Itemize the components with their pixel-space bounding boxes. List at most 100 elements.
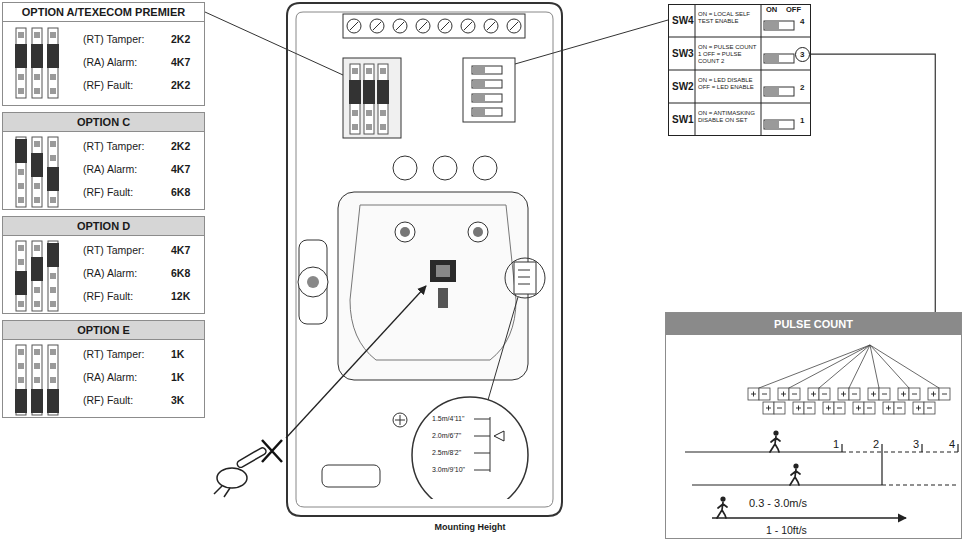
switch-table-grid bbox=[764, 87, 794, 96]
height-mark: 2.5m/8'2" bbox=[432, 449, 461, 457]
terminal-block bbox=[416, 19, 430, 33]
jumper-pictogram bbox=[16, 345, 26, 415]
leader-line bbox=[515, 20, 668, 64]
jumper-pictogram bbox=[15, 271, 27, 295]
height-scale bbox=[474, 417, 490, 472]
resistor-value: 2K2 bbox=[171, 33, 190, 45]
switch-table: ONOFFSW4ON = LOCAL SELF TEST ENABLE4SW3O… bbox=[668, 4, 811, 136]
height-selector bbox=[505, 258, 545, 298]
switch-function: ON = PULSE COUNT 1 OFF = PULSE COUNT 2 bbox=[698, 44, 761, 65]
height-selector bbox=[488, 297, 518, 400]
switch-table-grid bbox=[765, 121, 779, 128]
terminal-block bbox=[419, 22, 427, 30]
jumper-block bbox=[364, 64, 374, 134]
jumper-pictogram bbox=[48, 241, 58, 311]
tamper-spring bbox=[298, 240, 328, 324]
jumper-pictogram bbox=[32, 345, 42, 415]
switch-number: 1 bbox=[800, 116, 804, 125]
height-mark: 3.0m/9'10" bbox=[432, 466, 465, 474]
jumper-block bbox=[363, 80, 375, 104]
detector-housing bbox=[287, 3, 562, 516]
resistor-label: (RT) Tamper: bbox=[83, 348, 144, 360]
switch-table-grid bbox=[764, 54, 794, 63]
option-heading: OPTION D bbox=[3, 217, 204, 236]
height-mark: 2.0m/6'7" bbox=[432, 432, 461, 440]
resistor-value: 6K8 bbox=[171, 186, 190, 198]
switch-table-grid bbox=[765, 22, 779, 29]
resistor-label: (RF) Fault: bbox=[83, 290, 133, 302]
pulse-count-panel: PULSE COUNT12340.3 - 3.0m/s1 - 10ft/s bbox=[665, 312, 962, 539]
jumper-pictogram bbox=[15, 389, 27, 413]
fixing-screw bbox=[322, 465, 380, 487]
jumper-block bbox=[349, 80, 361, 104]
option-heading: OPTION C bbox=[3, 113, 204, 132]
resistor-label: (RT) Tamper: bbox=[83, 244, 144, 256]
speed-label: 1 - 10ft/s bbox=[766, 524, 807, 536]
jumper-pictogram bbox=[31, 44, 43, 68]
terminal-block bbox=[487, 22, 495, 30]
lens-carrier bbox=[400, 227, 410, 237]
jumper-pictogram bbox=[16, 137, 26, 207]
terminal-block bbox=[343, 14, 525, 38]
pulse-count-figure bbox=[778, 388, 800, 400]
option-box: OPTION C(RT) Tamper:2K2(RA) Alarm:4K7(RF… bbox=[2, 112, 205, 210]
dip-switch-block bbox=[472, 80, 502, 88]
switch-function: ON = LOCAL SELF TEST ENABLE bbox=[698, 11, 761, 25]
leader-line bbox=[205, 12, 343, 75]
lens-carrier bbox=[468, 222, 488, 242]
jumper-pictogram bbox=[16, 28, 26, 98]
pulse-count-figure bbox=[842, 452, 958, 485]
switch-number: 4 bbox=[800, 17, 804, 26]
resistor-value: 4K7 bbox=[171, 56, 190, 68]
panel-heading: PULSE COUNT bbox=[666, 313, 961, 335]
tamper-spring bbox=[307, 276, 319, 288]
pulse-count-figure bbox=[770, 430, 780, 452]
jumper-block bbox=[343, 58, 401, 138]
pulse-count-figure bbox=[685, 444, 958, 485]
resistor-value: 2K2 bbox=[171, 140, 190, 152]
zone-number: 2 bbox=[873, 438, 879, 451]
pulse-count-figure bbox=[712, 517, 906, 518]
terminal-block bbox=[510, 22, 518, 30]
speed-label: 0.3 - 3.0m/s bbox=[749, 497, 807, 510]
height-selector bbox=[514, 262, 536, 294]
dip-switch-block bbox=[473, 95, 485, 101]
tamper-spring bbox=[298, 267, 328, 297]
switch-table-grid bbox=[668, 4, 811, 136]
lens-carrier bbox=[338, 192, 528, 380]
terminal-block bbox=[396, 22, 404, 30]
switch-name: SW1 bbox=[672, 114, 694, 126]
dip-switch-block bbox=[463, 58, 515, 122]
terminal-block bbox=[438, 19, 452, 33]
resistor-label: (RA) Alarm: bbox=[83, 56, 137, 68]
caption-heading: Mounting Height bbox=[410, 522, 530, 532]
switch-name: SW3 bbox=[672, 48, 694, 60]
pulse-count-figure bbox=[898, 388, 920, 400]
led-window bbox=[473, 156, 497, 180]
height-mark: 1.5m/4'11" bbox=[432, 415, 465, 423]
resistor-value: 3K bbox=[171, 394, 184, 406]
resistor-label: (RA) Alarm: bbox=[83, 371, 137, 383]
pulse-count-figure bbox=[748, 388, 770, 400]
option-box: OPTION E(RT) Tamper:1K(RA) Alarm:1K(RF) … bbox=[2, 320, 205, 418]
terminal-block bbox=[461, 19, 475, 33]
zone-number: 4 bbox=[949, 438, 955, 451]
resistor-label: (RF) Fault: bbox=[83, 79, 133, 91]
led-window bbox=[393, 156, 497, 180]
switch-table-grid bbox=[764, 21, 794, 30]
dip-switch-block bbox=[472, 108, 502, 116]
pulse-count-figure bbox=[928, 388, 950, 400]
height-selector bbox=[488, 258, 545, 400]
resistor-label: (RT) Tamper: bbox=[83, 140, 144, 152]
jumper-block bbox=[378, 64, 388, 134]
do-not-touch-hand bbox=[262, 440, 282, 462]
jumper-block bbox=[350, 64, 360, 134]
tamper-spring bbox=[299, 240, 327, 324]
resistor-value: 1K bbox=[171, 348, 184, 360]
lens-carrier bbox=[436, 265, 450, 277]
jumper-pictogram bbox=[47, 389, 59, 413]
switch-state: ON bbox=[766, 6, 777, 15]
lens-carrier bbox=[473, 227, 483, 237]
pulse-count-figure bbox=[853, 402, 875, 414]
led-window bbox=[433, 156, 457, 180]
